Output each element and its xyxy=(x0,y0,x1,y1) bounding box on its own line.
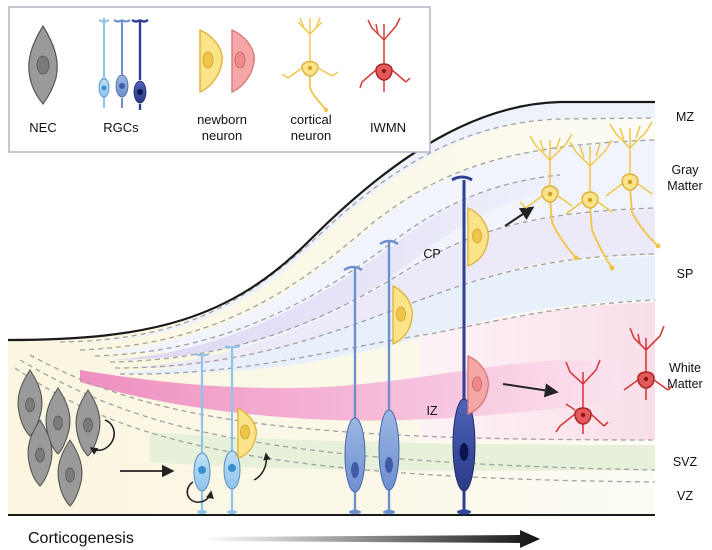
iwmn-1 xyxy=(555,359,609,434)
legend-label-iwmn: IWMN xyxy=(370,120,406,135)
svz-band xyxy=(150,432,655,471)
zone-label-svz: SVZ xyxy=(673,455,698,469)
zone-label-white-1: White xyxy=(669,361,701,375)
cortex-tissue xyxy=(7,100,656,516)
newborn-neuron-icon xyxy=(199,28,255,94)
zone-label-white-2: Matter xyxy=(667,377,702,391)
to-white-matter-arrow xyxy=(502,383,559,398)
legend-label-rgcs: RGCs xyxy=(103,120,139,135)
legend-label-nec: NEC xyxy=(29,120,56,135)
to-gray-matter-arrow xyxy=(504,206,535,227)
cortical-neurons xyxy=(519,121,661,271)
zone-label-mz: MZ xyxy=(676,110,694,124)
cortical-neuron-2 xyxy=(565,139,615,271)
boundary-cp-top xyxy=(79,139,656,351)
rgc-mid-2 xyxy=(378,239,400,515)
sp-band xyxy=(110,256,655,374)
nec-icon xyxy=(28,24,58,105)
zone-label-vz: VZ xyxy=(677,489,693,503)
boundary-sp-mid xyxy=(114,253,656,369)
legend-label-newborn-2: neuron xyxy=(202,128,242,143)
rgc-renewal-arrow xyxy=(186,481,214,503)
region-label-iz: IZ xyxy=(426,404,437,418)
boundary-sp-bottom xyxy=(119,299,656,375)
nec-cluster xyxy=(17,369,115,507)
iwmn-2 xyxy=(623,325,673,400)
legend-box xyxy=(8,6,431,153)
cortical-neuron-1 xyxy=(519,133,579,261)
mid-rgcs xyxy=(343,239,413,515)
cp-band xyxy=(110,175,560,360)
iwmn-icon xyxy=(359,17,411,92)
zone-labels: MZ Gray Matter SP White Matter SVZ VZ xyxy=(667,110,702,503)
pial-surface xyxy=(7,100,655,342)
timeline-arrow xyxy=(205,530,540,548)
timeline-label: Corticogenesis xyxy=(28,530,134,547)
zone-label-gray-2: Matter xyxy=(667,179,702,193)
late-rgc xyxy=(451,175,489,515)
cp-band-lower xyxy=(120,210,655,369)
nec-renewal-arrow xyxy=(89,419,115,455)
neuron-birth-arrow xyxy=(253,452,271,481)
region-label-cp: CP xyxy=(423,247,440,261)
legend: NEC RGCs newborn neuron xyxy=(8,6,431,153)
zone-label-sp: SP xyxy=(677,267,694,281)
timeline: Corticogenesis xyxy=(28,530,540,548)
cortical-neuron-icon xyxy=(281,17,339,113)
legend-label-cortical-2: neuron xyxy=(291,128,331,143)
newborn-neuron-migrating xyxy=(392,284,413,346)
rgc-light-2 xyxy=(223,344,241,514)
early-rgcs xyxy=(186,344,271,514)
newborn-neuron-early xyxy=(237,406,257,459)
newborn-neuron-top xyxy=(467,207,489,267)
rgcs-icon xyxy=(98,18,149,110)
legend-label-cortical-1: cortical xyxy=(290,112,331,127)
boundary-mz xyxy=(59,117,656,343)
cortical-neuron-3 xyxy=(605,121,661,249)
legend-label-newborn-1: newborn xyxy=(197,112,247,127)
rgc-mid-1 xyxy=(343,265,366,515)
zone-label-gray-1: Gray xyxy=(671,163,699,177)
boundary-svz xyxy=(19,359,656,471)
newborn-neuron-pink xyxy=(467,355,489,415)
iwmn-neurons xyxy=(555,325,673,434)
